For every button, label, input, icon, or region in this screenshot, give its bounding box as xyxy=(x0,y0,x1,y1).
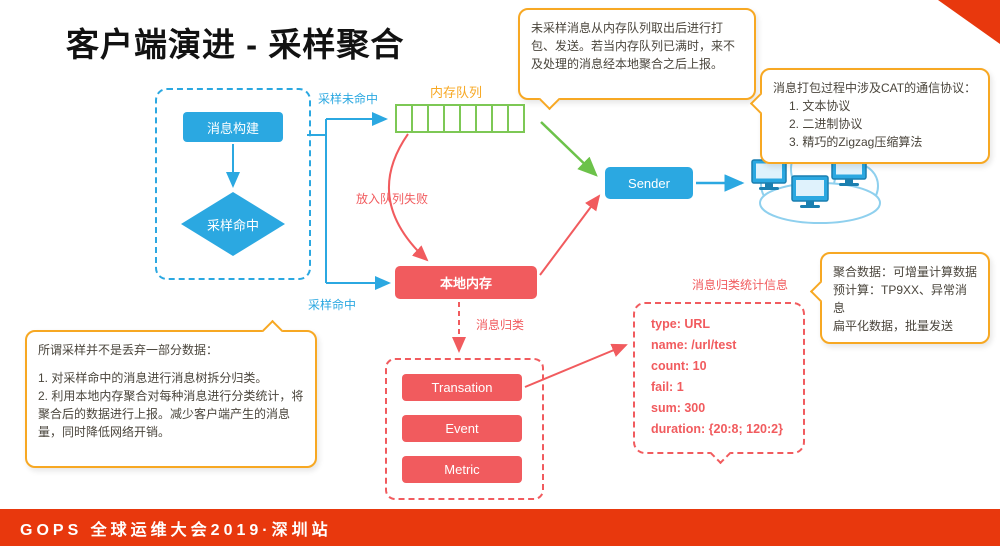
stats-bubble-tail xyxy=(709,442,732,465)
callout-pack-send-text: 未采样消息从内存队列取出后进行打包、发送。若当内存队列已满时，来不及处理的消息经… xyxy=(531,21,736,71)
memory-queue-label: 内存队列 xyxy=(430,85,483,100)
callout-protocol-item: 1. 文本协议 xyxy=(789,99,851,113)
label-sampling-hit: 采样命中 xyxy=(308,298,357,312)
queue-cell xyxy=(507,104,525,133)
stats-line: duration: {20:8; 120:2} xyxy=(651,422,783,436)
callout-aggregate-line: 聚合数据：可增量计算数据 xyxy=(833,265,978,279)
label-message-classify: 消息归类 xyxy=(476,318,525,332)
stats-bubble: type: URL name: /url/test count: 10 fail… xyxy=(633,302,805,465)
arrow-localmem-to-sender xyxy=(539,194,601,276)
memory-queue-cells xyxy=(395,104,525,133)
footer-bar: GOPS 全球运维大会2019·深圳站 xyxy=(0,509,1000,546)
local-memory-node: 本地内存 xyxy=(395,266,537,299)
corner-ribbon xyxy=(938,0,1000,44)
classify-group-box xyxy=(385,358,544,500)
stats-line: fail: 1 xyxy=(651,380,684,394)
callout-tail xyxy=(261,319,284,342)
callout-sampling-note: 所谓采样并不是丢弃一部分数据： 1. 对采样命中的消息进行消息树拆分归类。 2.… xyxy=(25,319,317,468)
callout-sampling-note-item: 2. 利用本地内存聚合对每种消息进行分类统计，将聚合后的数据进行上报。减少客户端… xyxy=(38,389,304,439)
stats-title: 消息归类统计信息 xyxy=(691,278,788,292)
callout-protocol-item: 2. 二进制协议 xyxy=(789,117,863,131)
sender-node: Sender xyxy=(605,167,693,199)
stats-line: type: URL xyxy=(651,317,711,331)
callout-protocol-item: 3. 精巧的Zigzag压缩算法 xyxy=(789,135,923,149)
callout-aggregate: 聚合数据：可增量计算数据 预计算：TP9XX、异常消息 扁平化数据，批量发送 xyxy=(809,252,990,344)
label-sampling-miss: 采样未命中 xyxy=(318,92,379,106)
callout-sampling-note-title: 所谓采样并不是丢弃一部分数据： xyxy=(38,343,219,357)
stats-line: sum: 300 xyxy=(651,401,706,415)
callout-tail xyxy=(538,88,561,111)
classify-type-event: Event xyxy=(402,415,522,442)
label-enqueue-failed: 放入队列失败 xyxy=(356,192,429,206)
computer-icon xyxy=(791,175,829,208)
page-title: 客户端演进 - 采样聚合 xyxy=(66,26,405,63)
callout-sampling-note-item: 1. 对采样命中的消息进行消息树拆分归类。 xyxy=(38,371,268,385)
stats-line: count: 10 xyxy=(651,359,707,373)
classify-type-transaction: Transation xyxy=(402,374,522,401)
callout-protocol: 消息打包过程中涉及CAT的通信协议： 1. 文本协议 2. 二进制协议 3. 精… xyxy=(749,68,990,164)
callout-aggregate-line: 扁平化数据，批量发送 xyxy=(833,319,954,333)
callout-pack-send: 未采样消息从内存队列取出后进行打包、发送。若当内存队列已满时，来不及处理的消息经… xyxy=(518,8,756,111)
classify-type-metric: Metric xyxy=(402,456,522,483)
computer-icon xyxy=(751,159,787,190)
message-build-node: 消息构建 xyxy=(183,112,283,142)
callout-protocol-title: 消息打包过程中涉及CAT的通信协议： xyxy=(773,81,977,95)
arrow-queue-to-sender xyxy=(540,121,598,177)
footer-text: GOPS 全球运维大会2019·深圳站 xyxy=(20,521,332,539)
stats-line: name: /url/test xyxy=(651,338,737,352)
callout-aggregate-line: 预计算：TP9XX、异常消息 xyxy=(833,283,968,315)
